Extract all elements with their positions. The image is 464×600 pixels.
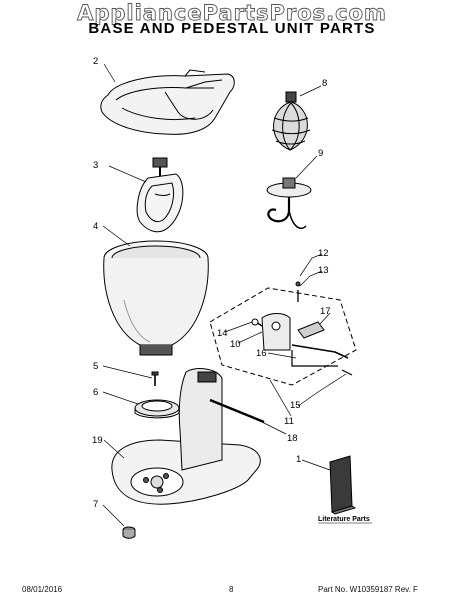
literature-pack [329,455,357,515]
callout-19: 19 [92,435,103,446]
callout-4: 4 [93,221,98,232]
callout-3: 3 [93,160,98,171]
wire-whip [271,91,311,151]
callout-11: 11 [284,416,294,427]
footer-part-number: Part No. W10359187 Rev. F [318,585,418,594]
flat-beater [136,157,184,233]
callout-6: 6 [93,387,98,398]
pouring-shield [100,69,235,135]
callout-5: 5 [93,361,98,372]
callout-17: 17 [320,306,331,317]
dough-hook [266,177,312,230]
callout-13: 13 [318,265,329,276]
callout-16: 16 [256,348,267,359]
page-title: BASE AND PEDESTAL UNIT PARTS [88,20,376,37]
callout-1: 1 [296,454,301,465]
callout-7: 7 [93,499,98,510]
literature-label: Literature Parts [318,516,370,523]
leader-lines [102,63,347,527]
screw [151,371,159,386]
callout-12: 12 [318,248,329,259]
watermark-text: AppliancePartsPros.com [77,1,387,26]
callout-10: 10 [230,339,241,350]
mixing-bowl [103,240,209,356]
footer-page-number: 8 [229,585,234,594]
callout-9: 9 [318,148,323,159]
callout-18: 18 [287,433,298,444]
hinge-assembly [209,281,357,386]
footer-date: 08/01/2016 [22,585,63,594]
rubber-foot [122,526,136,539]
callout-2: 2 [93,56,98,67]
pedestal-base [111,368,265,505]
callout-8: 8 [322,78,327,89]
callout-14: 14 [217,328,228,339]
clamp-plate [134,399,180,419]
callout-15: 15 [290,400,301,411]
